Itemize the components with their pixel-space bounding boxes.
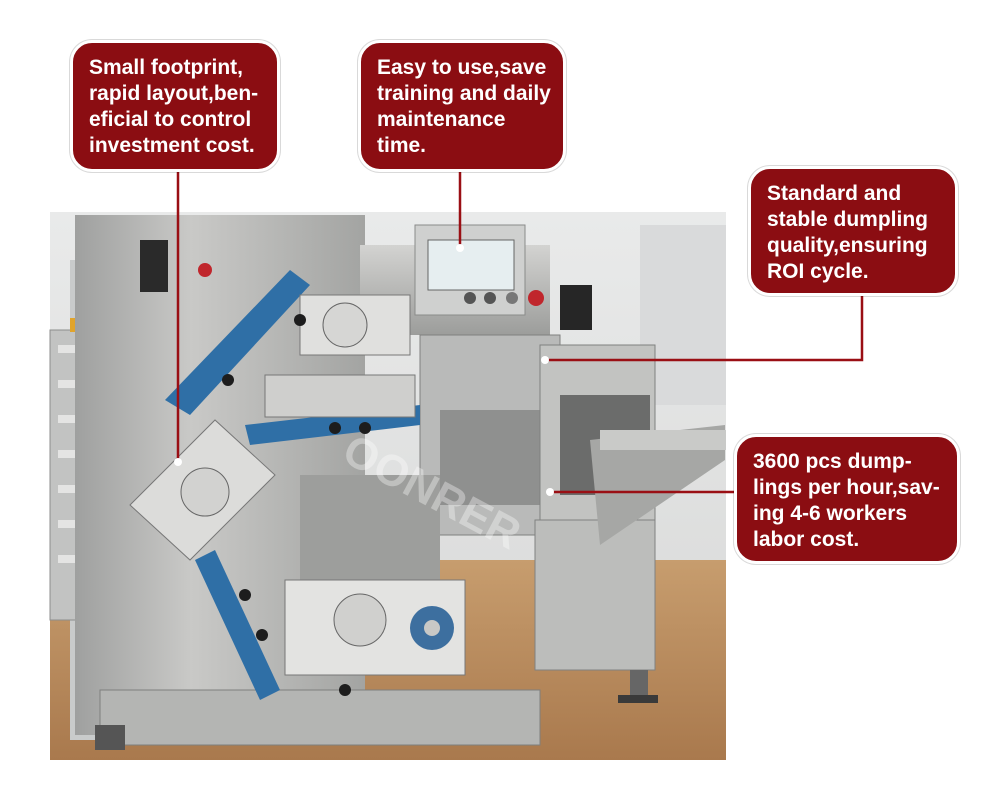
callout-footprint-line-1: Small footprint, (89, 56, 243, 79)
leader-dots (174, 244, 554, 496)
leader-lines (176, 172, 864, 494)
callout-footprint: Small footprint, rapid layout,ben- efici… (70, 40, 280, 172)
callout-capacity: 3600 pcs dump- lings per hour,sav- ing 4… (734, 434, 960, 564)
callout-footprint-line-4: investment cost. (89, 134, 255, 157)
leader-line-quality (545, 296, 864, 362)
callout-capacity-line-3: ing 4-6 workers (753, 502, 908, 525)
callout-easy-use-line-3: maintenance (377, 108, 506, 131)
callout-easy-use: Easy to use,save training and daily main… (358, 40, 566, 172)
callout-footprint-line-2: rapid layout,ben- (89, 82, 259, 105)
callout-quality: Standard and stable dumpling quality,ens… (748, 166, 958, 296)
callout-quality-line-1: Standard and (767, 182, 902, 205)
roller-plates (129, 294, 466, 676)
callout-quality-line-3: quality,ensuring (767, 234, 928, 257)
callout-quality-line-2: stable dumpling (767, 208, 929, 231)
callout-easy-use-line-2: training and daily (377, 82, 551, 105)
callout-capacity-line-1: 3600 pcs dump- (753, 450, 912, 473)
callout-quality-line-4: ROI cycle. (767, 260, 869, 283)
callout-capacity-line-4: labor cost. (753, 528, 860, 551)
callout-easy-use-line-4: time. (377, 134, 427, 157)
callout-capacity-line-2: lings per hour,sav- (753, 476, 940, 499)
callout-easy-use-line-1: Easy to use,save (377, 56, 547, 79)
callout-footprint-line-3: eficial to control (89, 108, 252, 131)
black-knobs (222, 314, 371, 696)
